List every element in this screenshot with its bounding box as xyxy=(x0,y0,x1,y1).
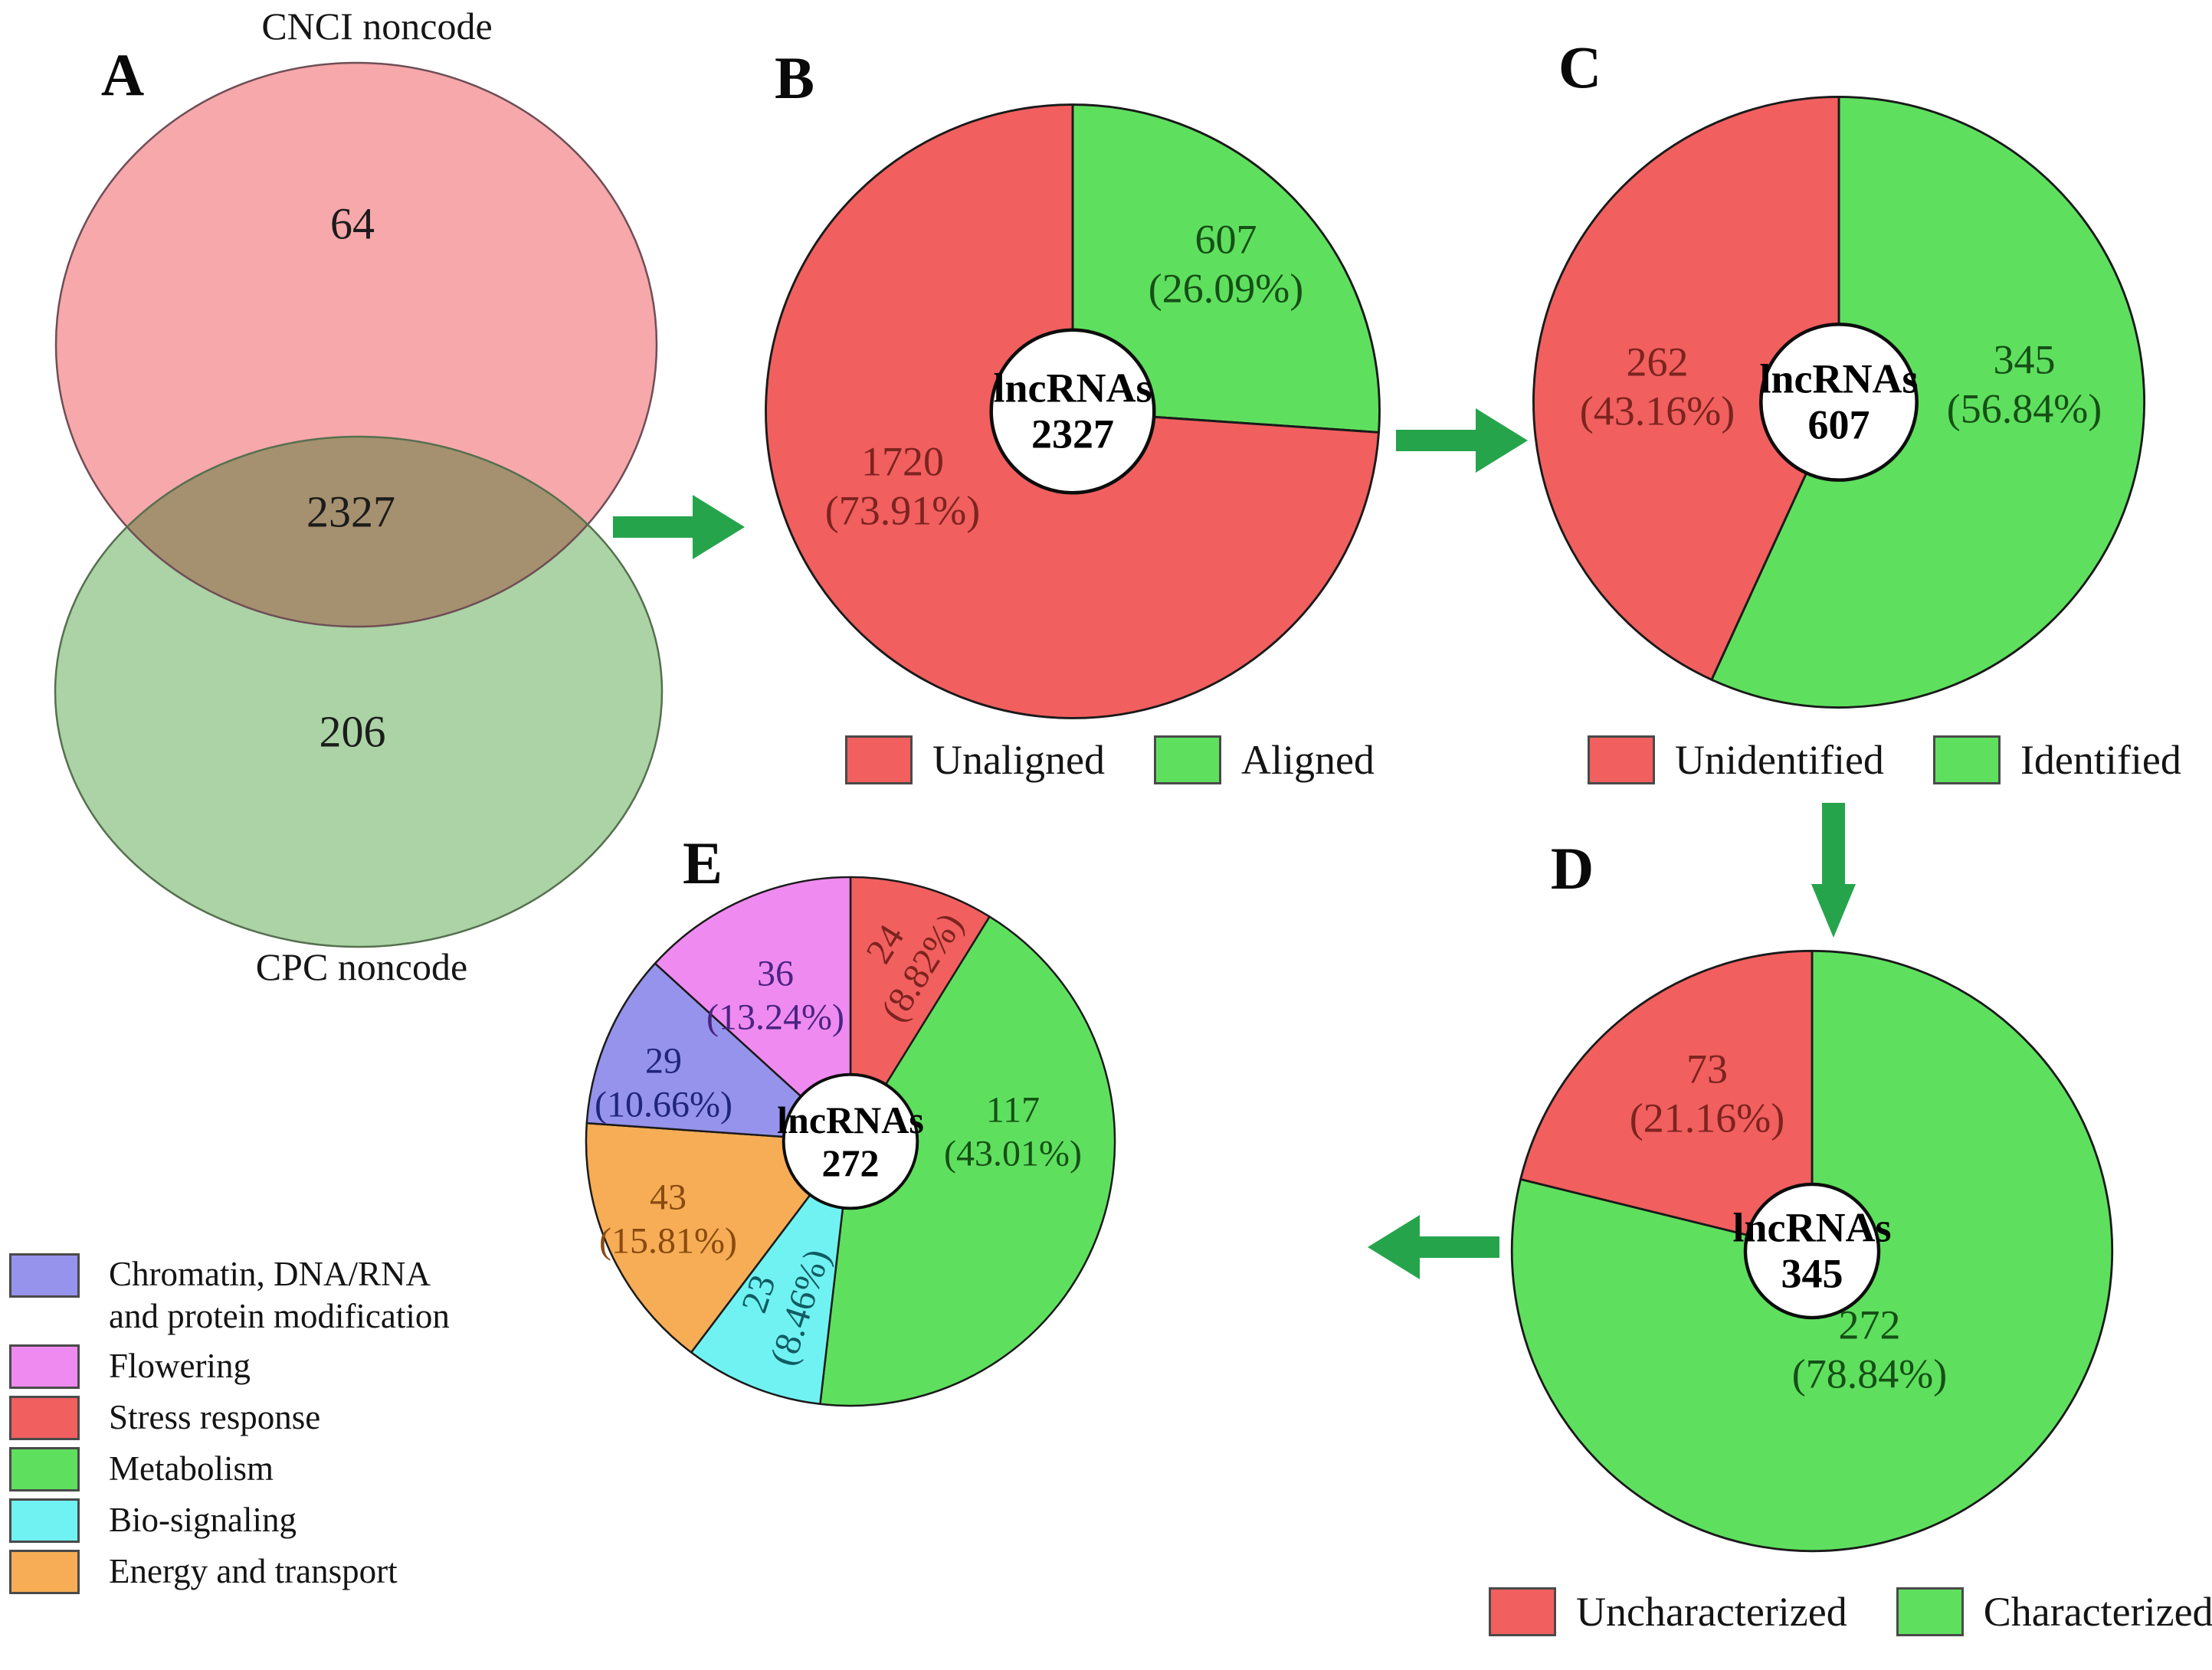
pie-d-center-label: lncRNAs 345 xyxy=(1732,1204,1892,1297)
pie-b-center-label: lncRNAs 2327 xyxy=(993,365,1152,457)
pie-chart-e: lncRNAs 272 xyxy=(578,869,1122,1413)
legend-e-energy-label: Energy and transport xyxy=(109,1552,398,1591)
pie-slice-metabolism xyxy=(819,915,1116,1407)
legend-d-uncharacterized-swatch xyxy=(1489,1587,1556,1636)
legend-e-energy-swatch xyxy=(9,1549,80,1594)
pie-center-hole xyxy=(1743,1182,1881,1320)
pie-slice-characterized xyxy=(1510,949,2114,1553)
legend-d-characterized-label: Characterized xyxy=(1983,1589,2212,1635)
pie-slice-identified xyxy=(1710,96,2145,709)
pie-e-flowering-label: 36 (13.24%) xyxy=(706,953,844,1037)
venn-set-cnci-outline xyxy=(54,61,658,628)
pie-center-hole xyxy=(782,1072,919,1210)
panel-letter-d: D xyxy=(1550,835,1594,902)
pie-slice-unidentified xyxy=(1532,96,1840,681)
pie-slice-bio-signaling xyxy=(690,1140,852,1406)
legend-c: Unidentified Identified xyxy=(1588,735,2181,784)
legend-e-item-stress: Stress response xyxy=(9,1395,469,1440)
pie-slice-uncharacterized xyxy=(1519,949,1814,1252)
arrow-right-a-to-b-icon xyxy=(613,495,745,559)
venn-title-bottom: CPC noncode xyxy=(255,945,468,988)
pie-c-graphic xyxy=(1532,96,2145,709)
pie-slice-flowering xyxy=(654,876,852,1143)
legend-e-item-energy: Energy and transport xyxy=(9,1549,469,1594)
arrow-down-c-to-d-icon xyxy=(1811,803,1856,938)
venn-count-overlap: 2327 xyxy=(306,486,395,537)
legend-e-item-bio-signaling: Bio-signaling xyxy=(9,1498,469,1543)
pie-e-graphic xyxy=(585,876,1116,1407)
panel-letter-a: A xyxy=(100,41,145,108)
legend-b: Unaligned Aligned xyxy=(845,735,1375,784)
pie-e-chromatin-label: 29 (10.66%) xyxy=(595,1040,732,1125)
pie-slice-chromatin-dna-rna-and-protein-modification xyxy=(585,962,852,1143)
legend-d-uncharacterized-label: Uncharacterized xyxy=(1576,1589,1847,1635)
legend-b-unaligned-label: Unaligned xyxy=(932,737,1105,783)
legend-e-bio-signaling-label: Bio-signaling xyxy=(109,1501,297,1540)
legend-e-flowering-swatch xyxy=(9,1344,80,1389)
legend-d: Uncharacterized Characterized xyxy=(1489,1587,2212,1636)
pie-b-aligned-label: 607 (26.09%) xyxy=(1148,216,1304,311)
legend-e: Chromatin, DNA/RNA and protein modificat… xyxy=(9,1253,469,1601)
panel-letter-c: C xyxy=(1558,34,1602,100)
pie-b-unaligned-label: 1720 (73.91%) xyxy=(824,438,981,533)
legend-c-unidentified-swatch xyxy=(1588,735,1655,784)
pie-slice-stress-response xyxy=(849,876,991,1143)
legend-e-item-metabolism: Metabolism xyxy=(9,1446,469,1492)
legend-e-metabolism-label: Metabolism xyxy=(109,1449,274,1488)
legend-e-stress-label: Stress response xyxy=(109,1398,321,1437)
legend-b-aligned-label: Aligned xyxy=(1240,737,1375,783)
pie-chart-b: lncRNAs 2327 xyxy=(757,96,1388,727)
pie-chart-d: lncRNAs 345 xyxy=(1503,942,2121,1560)
legend-c-identified-swatch xyxy=(1932,735,2001,784)
legend-e-stress-swatch xyxy=(9,1395,80,1440)
legend-b-unaligned-swatch xyxy=(845,735,913,784)
pie-e-center-label: lncRNAs 272 xyxy=(777,1099,924,1184)
pie-slice-energy-and-transport xyxy=(585,1122,852,1354)
legend-e-chromatin-swatch xyxy=(9,1253,80,1298)
pie-slice-aligned xyxy=(1071,103,1381,434)
legend-e-item-flowering: Flowering xyxy=(9,1344,469,1389)
legend-e-item-chromatin: Chromatin, DNA/RNA and protein modificat… xyxy=(9,1253,469,1338)
panel-letter-b: B xyxy=(774,44,815,111)
arrow-right-b-to-c-icon xyxy=(1396,408,1528,473)
pie-d-characterized-label: 272 (78.84%) xyxy=(1791,1302,1948,1397)
pie-center-hole xyxy=(989,328,1156,495)
legend-b-aligned-swatch xyxy=(1153,735,1221,784)
pie-d-uncharacterized-label: 73 (21.16%) xyxy=(1629,1046,1785,1141)
pie-center-hole xyxy=(1759,323,1919,482)
venn-diagram xyxy=(54,61,664,948)
venn-count-cpc-only: 206 xyxy=(319,706,386,757)
legend-e-metabolism-swatch xyxy=(9,1446,80,1492)
pie-chart-c: lncRNAs 607 xyxy=(1525,88,2153,716)
legend-e-bio-signaling-swatch xyxy=(9,1498,80,1543)
pie-c-identified-label: 345 (56.84%) xyxy=(1946,336,2102,431)
legend-e-chromatin-label: Chromatin, DNA/RNA and protein modificat… xyxy=(109,1255,450,1335)
legend-c-identified-label: Identified xyxy=(2020,737,2181,783)
legend-e-flowering-label: Flowering xyxy=(109,1347,251,1386)
panel-letter-e: E xyxy=(682,830,723,896)
venn-set-cpc-outline xyxy=(54,435,664,948)
venn-title-top: CNCI noncode xyxy=(261,5,493,47)
pie-b-graphic xyxy=(765,103,1381,719)
legend-c-unidentified-label: Unidentified xyxy=(1675,737,1884,783)
pie-c-unidentified-label: 262 (43.16%) xyxy=(1579,339,1735,434)
venn-overlap-region xyxy=(56,437,657,627)
venn-count-cnci-only: 64 xyxy=(330,198,375,249)
pie-e-metabolism-label: 117 (43.01%) xyxy=(944,1089,1082,1174)
arrow-left-d-to-e-icon xyxy=(1368,1215,1499,1279)
pie-c-center-label: lncRNAs 607 xyxy=(1759,355,1919,448)
legend-d-characterized-swatch xyxy=(1896,1587,1964,1636)
pie-e-energy-transport-label: 43 (15.81%) xyxy=(599,1177,737,1261)
pie-d-graphic xyxy=(1510,949,2114,1553)
